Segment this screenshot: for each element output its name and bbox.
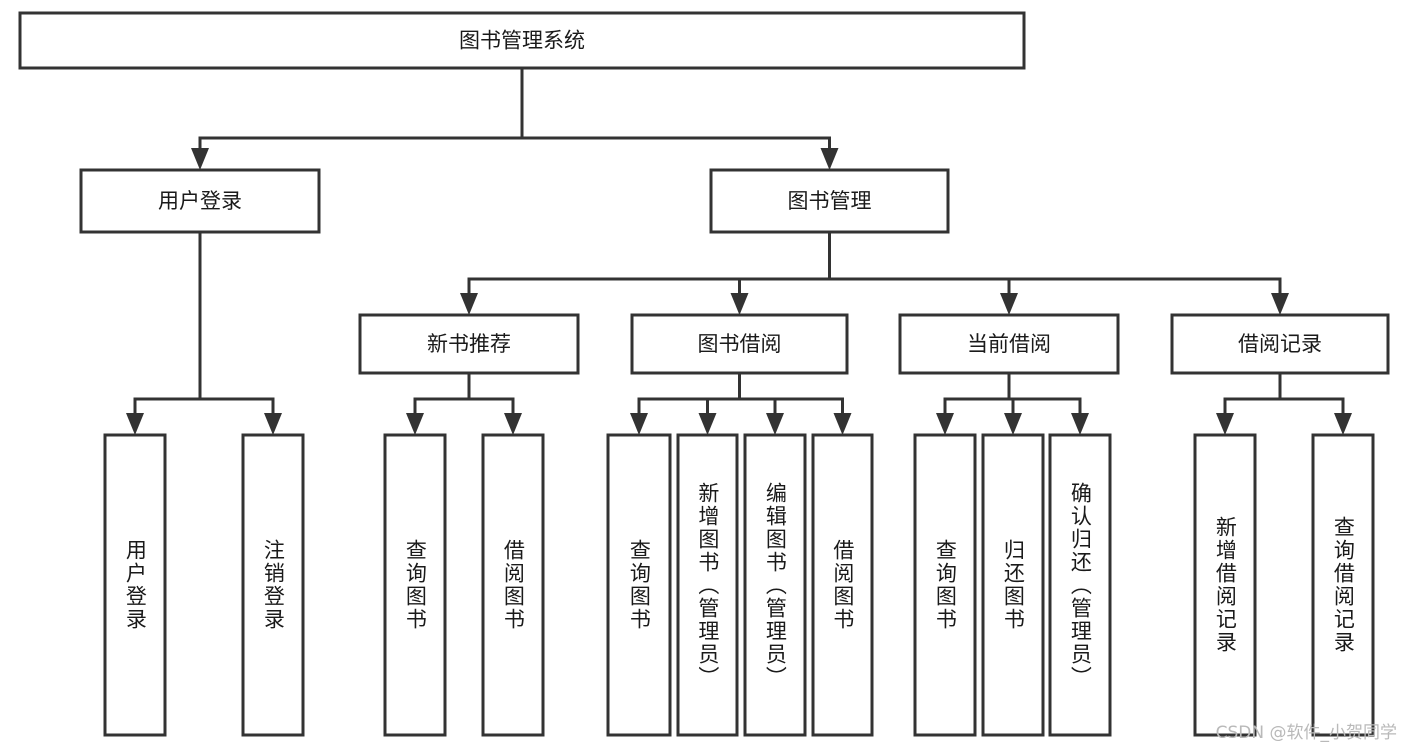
arrow-head-icon — [264, 413, 282, 435]
watermark: CSDN @软件_小贺同学 — [1215, 723, 1397, 743]
node-box-current-borrow[interactable] — [898, 313, 1120, 375]
node-box-leaf-user-login[interactable] — [103, 433, 167, 737]
node-box-leaf-logout-login[interactable] — [241, 433, 305, 737]
arrow-head-icon — [504, 413, 522, 435]
arrow-head-icon — [820, 148, 839, 170]
arrow-head-icon — [1334, 413, 1352, 435]
node-box-new-book-recommend[interactable] — [358, 313, 580, 375]
arrow-head-icon — [1004, 413, 1022, 435]
arrow-head-icon — [730, 293, 749, 315]
node-box-root[interactable] — [18, 11, 1026, 70]
arrow-head-icon — [126, 413, 144, 435]
node-box-book-manage[interactable] — [709, 168, 950, 234]
node-box-borrow-record[interactable] — [1170, 313, 1390, 375]
node-box-leaf-query-book-2[interactable] — [606, 433, 672, 737]
node-box-leaf-borrow-book-2[interactable] — [811, 433, 874, 737]
node-label-root: 图书管理系统 — [459, 29, 585, 53]
node-label-book-manage: 图书管理 — [788, 189, 872, 213]
arrow-head-icon — [1000, 293, 1018, 315]
node-box-leaf-borrow-book-1[interactable] — [481, 433, 545, 737]
node-box-book-borrow[interactable] — [630, 313, 849, 375]
node-box-leaf-query-borrow-record[interactable] — [1311, 433, 1375, 737]
arrow-head-icon — [1071, 413, 1089, 435]
node-label-borrow-record: 借阅记录 — [1238, 332, 1322, 356]
arrow-head-icon — [833, 413, 852, 435]
arrow-head-icon — [698, 413, 717, 435]
node-box-leaf-edit-book-admin[interactable] — [743, 433, 807, 737]
node-label-user-login: 用户登录 — [158, 189, 242, 213]
arrow-head-icon — [1216, 413, 1234, 435]
node-label-current-borrow: 当前借阅 — [967, 332, 1051, 356]
node-box-leaf-query-book-3[interactable] — [913, 433, 977, 737]
node-label-book-borrow: 图书借阅 — [698, 332, 782, 356]
node-box-leaf-return-book[interactable] — [981, 433, 1045, 737]
node-box-leaf-add-borrow-record[interactable] — [1193, 433, 1257, 737]
node-box-user-login[interactable] — [79, 168, 321, 234]
arrow-head-icon — [406, 413, 424, 435]
node-box-leaf-add-book-admin[interactable] — [676, 433, 739, 737]
arrow-head-icon — [191, 148, 209, 170]
arrow-head-icon — [936, 413, 954, 435]
node-box-leaf-query-book-1[interactable] — [383, 433, 447, 737]
edges-layer — [126, 66, 1352, 435]
arrow-head-icon — [460, 293, 478, 315]
node-label-new-book-recommend: 新书推荐 — [427, 332, 511, 356]
arrow-head-icon — [1271, 293, 1289, 315]
node-box-leaf-confirm-return-admin[interactable] — [1048, 433, 1112, 737]
arrow-head-icon — [630, 413, 648, 435]
arrow-head-icon — [766, 413, 784, 435]
